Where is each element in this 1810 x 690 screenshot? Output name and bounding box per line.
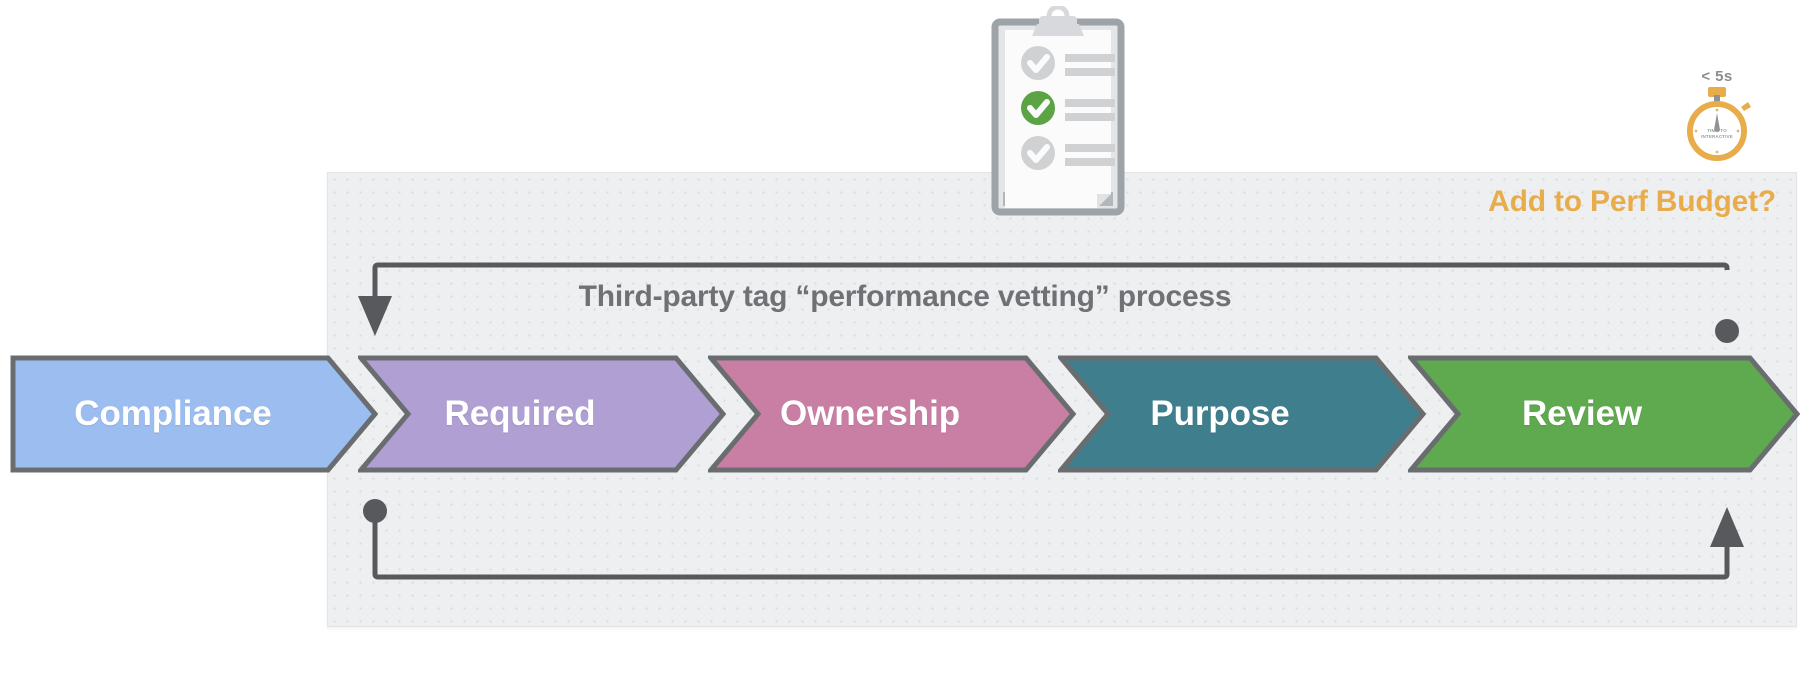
stopwatch-label: < 5s bbox=[1701, 68, 1733, 85]
stage-chevron-required[interactable]: Required bbox=[358, 355, 726, 473]
stage-label-purpose: Purpose bbox=[1150, 394, 1290, 433]
process-stage-row: Compliance Required Ownership Purpose bbox=[0, 355, 1810, 475]
stage-label-compliance: Compliance bbox=[74, 394, 272, 433]
stage-chevron-compliance[interactable]: Compliance bbox=[10, 355, 378, 473]
stopwatch-icon: < 5s TIME-TO INTERACTIVE bbox=[1674, 68, 1760, 168]
stopwatch-inner-line2: INTERACTIVE bbox=[1701, 133, 1733, 139]
stage-chevron-review[interactable]: Review bbox=[1408, 355, 1800, 473]
stage-label-review: Review bbox=[1521, 394, 1643, 433]
stage-label-ownership: Ownership bbox=[780, 394, 960, 433]
stopwatch-inner-text: TIME-TO INTERACTIVE bbox=[1674, 128, 1760, 139]
review-chevron-shape bbox=[1408, 355, 1800, 473]
add-to-perf-budget-heading: Add to Perf Budget? bbox=[1488, 185, 1776, 218]
process-title: Third-party tag “performance vetting” pr… bbox=[578, 280, 1232, 313]
stopwatch-inner-line1: TIME-TO bbox=[1707, 128, 1727, 133]
clipboard-checklist-icon bbox=[985, 4, 1131, 224]
compliance-chevron-shape bbox=[10, 355, 378, 473]
stage-label-required: Required bbox=[444, 394, 596, 433]
stage-chevron-purpose[interactable]: Purpose bbox=[1058, 355, 1426, 473]
purpose-chevron-shape bbox=[1058, 355, 1426, 473]
stage-chevron-ownership[interactable]: Ownership bbox=[708, 355, 1076, 473]
ownership-chevron-shape bbox=[708, 355, 1076, 473]
required-chevron-shape bbox=[358, 355, 726, 473]
